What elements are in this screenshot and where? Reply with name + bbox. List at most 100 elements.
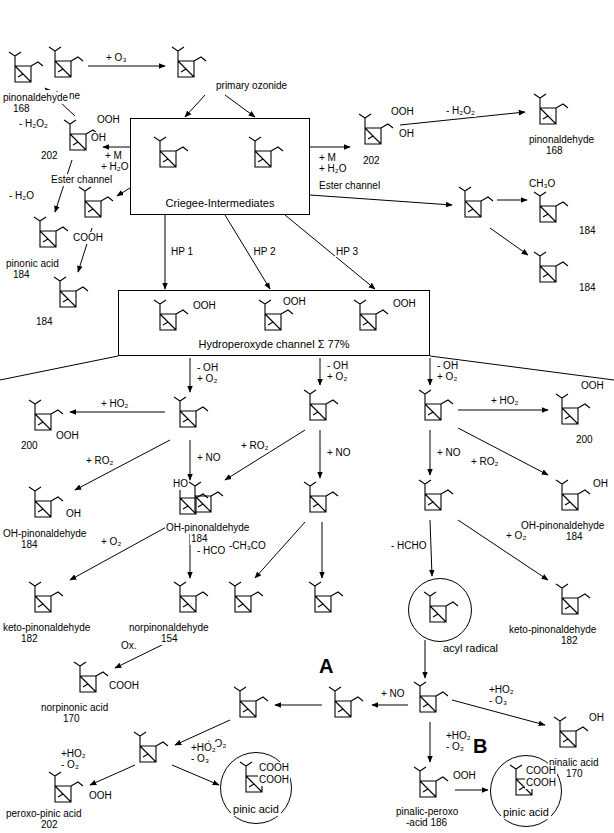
reaction-arrow: [430, 722, 431, 762]
chem-label: + HO₂: [100, 398, 130, 410]
chem-label: - HCHO: [390, 540, 428, 552]
chem-label: OOH: [192, 300, 217, 312]
chem-label: 170: [565, 768, 584, 780]
molecule-structure: [556, 394, 590, 424]
chem-label: COOH: [72, 232, 104, 244]
node-label: acyl radical: [441, 642, 500, 655]
chem-label: OH-pinonaldehyde: [2, 528, 87, 540]
chem-label: 184: [578, 225, 597, 237]
highlight-circle: acyl radical: [408, 578, 472, 642]
molecule-structure: [329, 687, 363, 717]
molecule-structure: [34, 217, 68, 247]
chem-label: 200: [20, 440, 39, 452]
molecule-structure: [249, 137, 283, 167]
reaction-arrow: [458, 410, 548, 411]
reaction-arrow: [117, 188, 130, 196]
chem-label: 182: [20, 633, 39, 645]
reaction-arrow: [430, 520, 432, 576]
reaction-arrow: [88, 66, 165, 67]
molecule-structure: [9, 52, 43, 82]
chem-label: - O₂: [445, 741, 465, 753]
chem-label: Ox.: [120, 640, 138, 652]
chem-label: keto-pinonaldehyde: [2, 622, 91, 634]
chem-label: OOH: [96, 114, 121, 126]
chem-label: + RO₂: [85, 455, 115, 467]
chem-label: 182: [560, 635, 579, 647]
molecule-structure: [354, 300, 388, 330]
reaction-arrow: [320, 430, 321, 478]
node-label: pinic acid: [501, 806, 551, 819]
chem-label: 184: [565, 531, 584, 543]
intermediate-box: Criegee-Intermediates: [130, 118, 310, 215]
chem-label: + O₂: [326, 371, 348, 383]
chem-label: OH: [65, 508, 82, 520]
edge-label: HP 2: [253, 246, 277, 257]
pathway-letter: A: [318, 655, 334, 677]
chem-label: + HO₂: [490, 395, 520, 407]
reaction-arrow: [490, 228, 528, 255]
molecule-structure: [154, 137, 188, 167]
chem-label: - O₃: [488, 695, 508, 707]
molecule-structure: [534, 252, 568, 282]
reaction-arrow: [310, 147, 350, 148]
molecule-structure: [49, 772, 83, 802]
chem-label: keto-pinonaldehyde: [508, 624, 597, 636]
molecule-structure: [29, 487, 63, 517]
chem-label: -CH₃CO: [228, 540, 267, 552]
molecule-structure: [234, 687, 268, 717]
chem-label: Ester channel: [50, 174, 113, 186]
molecule-structure: [419, 390, 453, 420]
molecule-structure: [534, 192, 568, 222]
reaction-arrow: [372, 705, 408, 706]
chem-label: 168: [545, 145, 564, 157]
reaction-arrow: [225, 430, 305, 480]
chem-label: + H₂O: [318, 163, 348, 175]
chem-label: 202: [40, 819, 59, 831]
molecule-structure: [414, 682, 448, 712]
chem-label: - O₃: [190, 753, 210, 765]
reaction-arrow: [55, 160, 72, 212]
reaction-arrow: [430, 430, 431, 475]
molecule-structure: [174, 582, 208, 612]
chem-label: COOH: [258, 774, 290, 786]
molecule-structure: [309, 582, 343, 612]
molecule-structure: [304, 390, 338, 420]
chem-label: OH: [592, 478, 609, 490]
reaction-arrow: [165, 215, 166, 289]
chem-label: 184: [20, 539, 39, 551]
chem-label: + NO: [436, 447, 462, 459]
molecule-structure: [556, 584, 590, 614]
chem-label: + NO: [380, 688, 406, 700]
reaction-arrow: [70, 412, 165, 413]
chem-label: 184: [190, 533, 209, 545]
reaction-arrow: [103, 147, 130, 148]
chem-label: OOH: [55, 430, 80, 442]
reaction-arrow: [320, 358, 321, 385]
chem-label: + H₂O: [100, 161, 130, 173]
reaction-arrow: [425, 640, 426, 678]
reaction-arrow: [190, 440, 191, 480]
chem-label: OOH: [392, 298, 417, 310]
divider-line: [0, 356, 118, 380]
chem-label: + NO: [326, 447, 352, 459]
chem-label: 202: [40, 150, 59, 162]
molecule-structure: [174, 397, 208, 427]
edge-label: HP 1: [170, 246, 194, 257]
chem-label: - H₂O₂: [445, 105, 476, 117]
pathway-letter: B: [472, 735, 488, 757]
node-label: Criegee-Intermediates: [164, 197, 277, 210]
chem-label: COOH: [108, 680, 140, 692]
molecule-structure: [554, 717, 588, 747]
chem-label: + RO₂: [240, 440, 270, 452]
chem-label: 184: [35, 316, 54, 328]
molecule-structure: [54, 277, 88, 307]
chem-label: OH-pinonaldehyde: [520, 520, 605, 532]
chem-label: 168: [12, 103, 31, 115]
edge-label: HP 3: [335, 246, 359, 257]
molecule-structure: [414, 767, 448, 797]
chem-label: - H₂O: [8, 190, 35, 202]
chem-label: + O₂: [196, 373, 218, 385]
molecule-structure: [172, 47, 206, 77]
chem-label: 170: [62, 713, 81, 725]
chem-label: OH: [588, 712, 605, 724]
